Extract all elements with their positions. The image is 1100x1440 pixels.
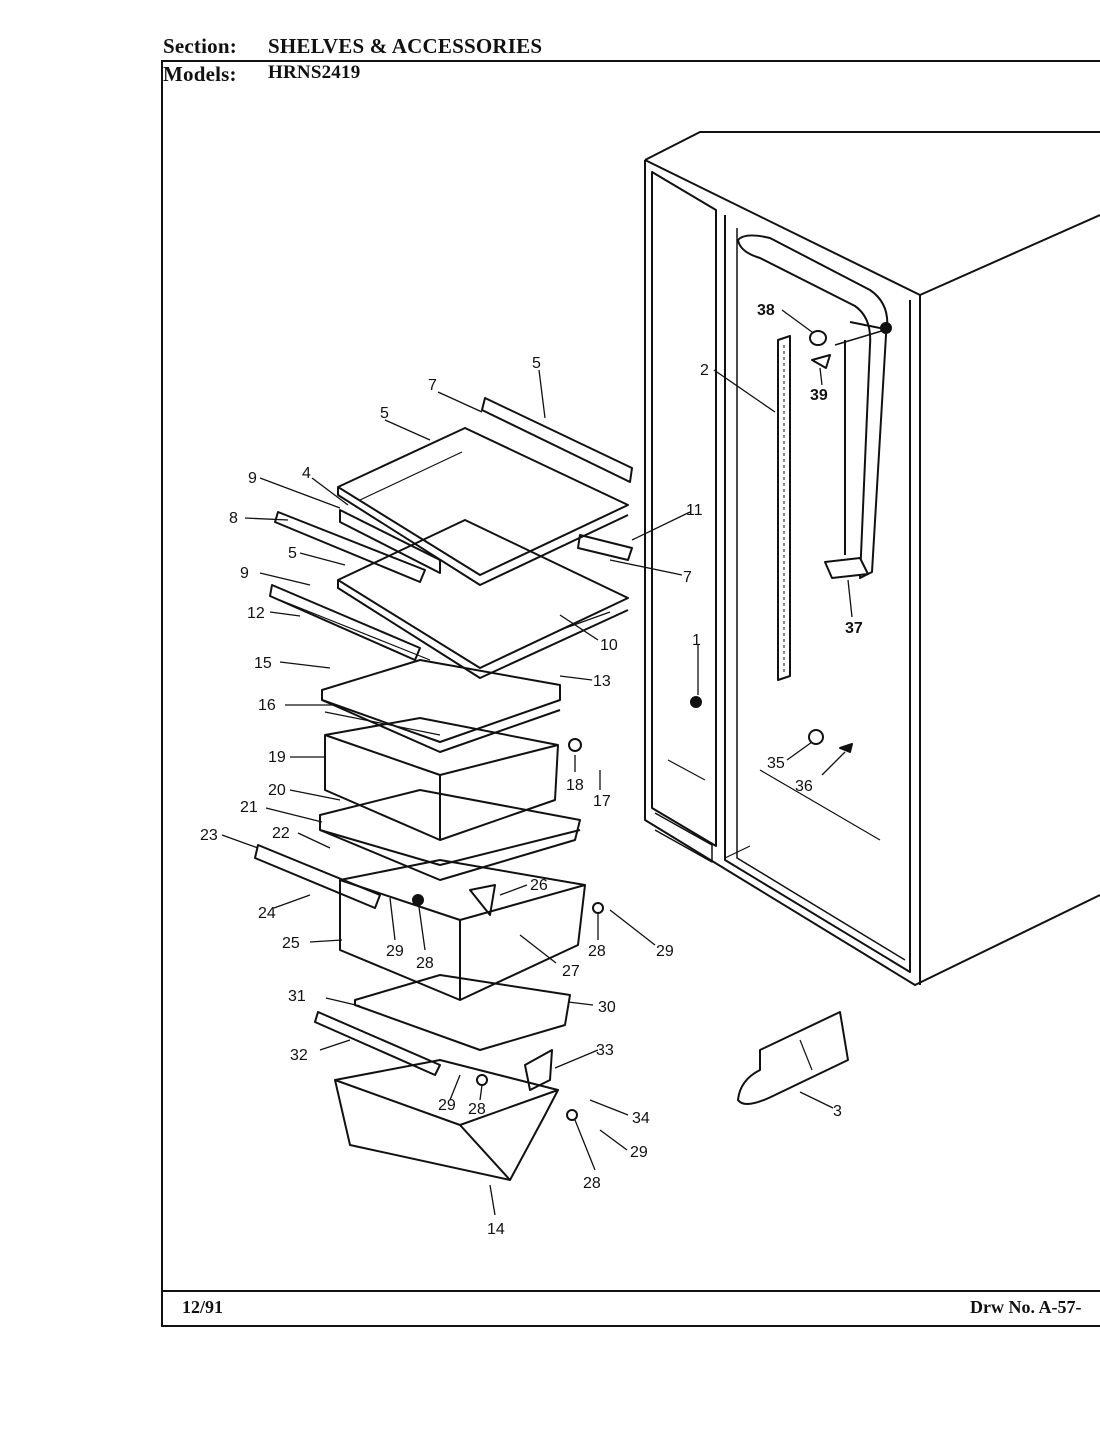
drawer-19 [324, 717, 582, 841]
drawing-frame [161, 60, 1100, 1327]
callout-10: 10 [600, 637, 618, 654]
part-39-screw [811, 354, 831, 369]
part-35-cap [808, 729, 824, 745]
callout-22: 22 [272, 825, 290, 842]
part-37-frame [737, 234, 889, 579]
callout-18: 18 [566, 777, 584, 794]
callout-5-second: 5 [288, 545, 297, 562]
callout-29-b: 29 [656, 943, 674, 960]
callout-9-top: 9 [248, 470, 257, 487]
section-label: Section: [163, 34, 237, 58]
part-2-rail [777, 335, 791, 681]
callout-19: 19 [268, 749, 286, 766]
callout-6: 5 [532, 355, 541, 372]
part-38-knob [809, 330, 827, 346]
callout-13: 13 [593, 673, 611, 690]
tray-20 [254, 789, 581, 909]
callout-16: 16 [258, 697, 276, 714]
callout-31: 31 [288, 988, 306, 1005]
callout-26: 26 [530, 877, 548, 894]
section-title: SHELVES & ACCESSORIES [268, 34, 543, 58]
crisper-cover [321, 659, 561, 753]
shelf-top [274, 397, 633, 586]
callout-4: 4 [302, 465, 311, 482]
callout-34: 34 [632, 1110, 650, 1127]
footer-date: 12/91 [182, 1297, 224, 1317]
part-1-plug [690, 696, 702, 708]
callout-29-d: 29 [630, 1144, 648, 1161]
cabinet [644, 131, 1100, 986]
callout-20: 20 [268, 782, 286, 799]
models-label: Models: [163, 62, 237, 86]
callout-33: 33 [596, 1042, 614, 1059]
callout-7-right: 7 [683, 569, 692, 586]
callout-30: 30 [598, 999, 616, 1016]
callout-8: 8 [229, 510, 238, 527]
callout-28-d: 28 [583, 1175, 601, 1192]
callout-14: 14 [487, 1221, 505, 1238]
callout-37: 37 [845, 620, 863, 637]
callout-24: 24 [258, 905, 276, 922]
callout-28-b: 28 [588, 943, 606, 960]
callout-5-top: 5 [380, 405, 389, 422]
callout-2: 2 [700, 362, 709, 379]
callout-3: 3 [833, 1103, 842, 1120]
callout-38: 38 [757, 302, 775, 319]
shelf-second [269, 519, 629, 679]
callout-9-second: 9 [240, 565, 249, 582]
callout-27: 27 [562, 963, 580, 980]
callout-7-top: 7 [428, 377, 437, 394]
pan-14 [334, 1059, 578, 1181]
callout-32: 32 [290, 1047, 308, 1064]
callout-35: 35 [767, 755, 785, 772]
drawing-number: Drw No. A-57- [970, 1297, 1082, 1317]
callout-28-a: 28 [416, 955, 434, 972]
callout-36: 36 [795, 778, 813, 795]
callout-11: 11 [686, 502, 703, 519]
callout-17: 17 [593, 793, 611, 810]
callout-29-c: 29 [438, 1097, 456, 1114]
model-number: HRNS2419 [268, 62, 361, 83]
callout-29-a: 29 [386, 943, 404, 960]
part-36-screw [839, 743, 853, 753]
callout-39: 39 [810, 387, 828, 404]
callout-12: 12 [247, 605, 265, 622]
callout-23: 23 [200, 827, 218, 844]
part-3-bracket [737, 1011, 849, 1105]
callout-25: 25 [282, 935, 300, 952]
callout-labels: 5 7 5 9 4 8 11 7 5 9 12 10 15 13 16 19 1… [200, 302, 863, 1238]
callout-1: 1 [692, 632, 701, 649]
callout-15: 15 [254, 655, 272, 672]
footer-divider [161, 1290, 1100, 1292]
callout-21: 21 [240, 799, 258, 816]
callout-28-c: 28 [468, 1101, 486, 1118]
